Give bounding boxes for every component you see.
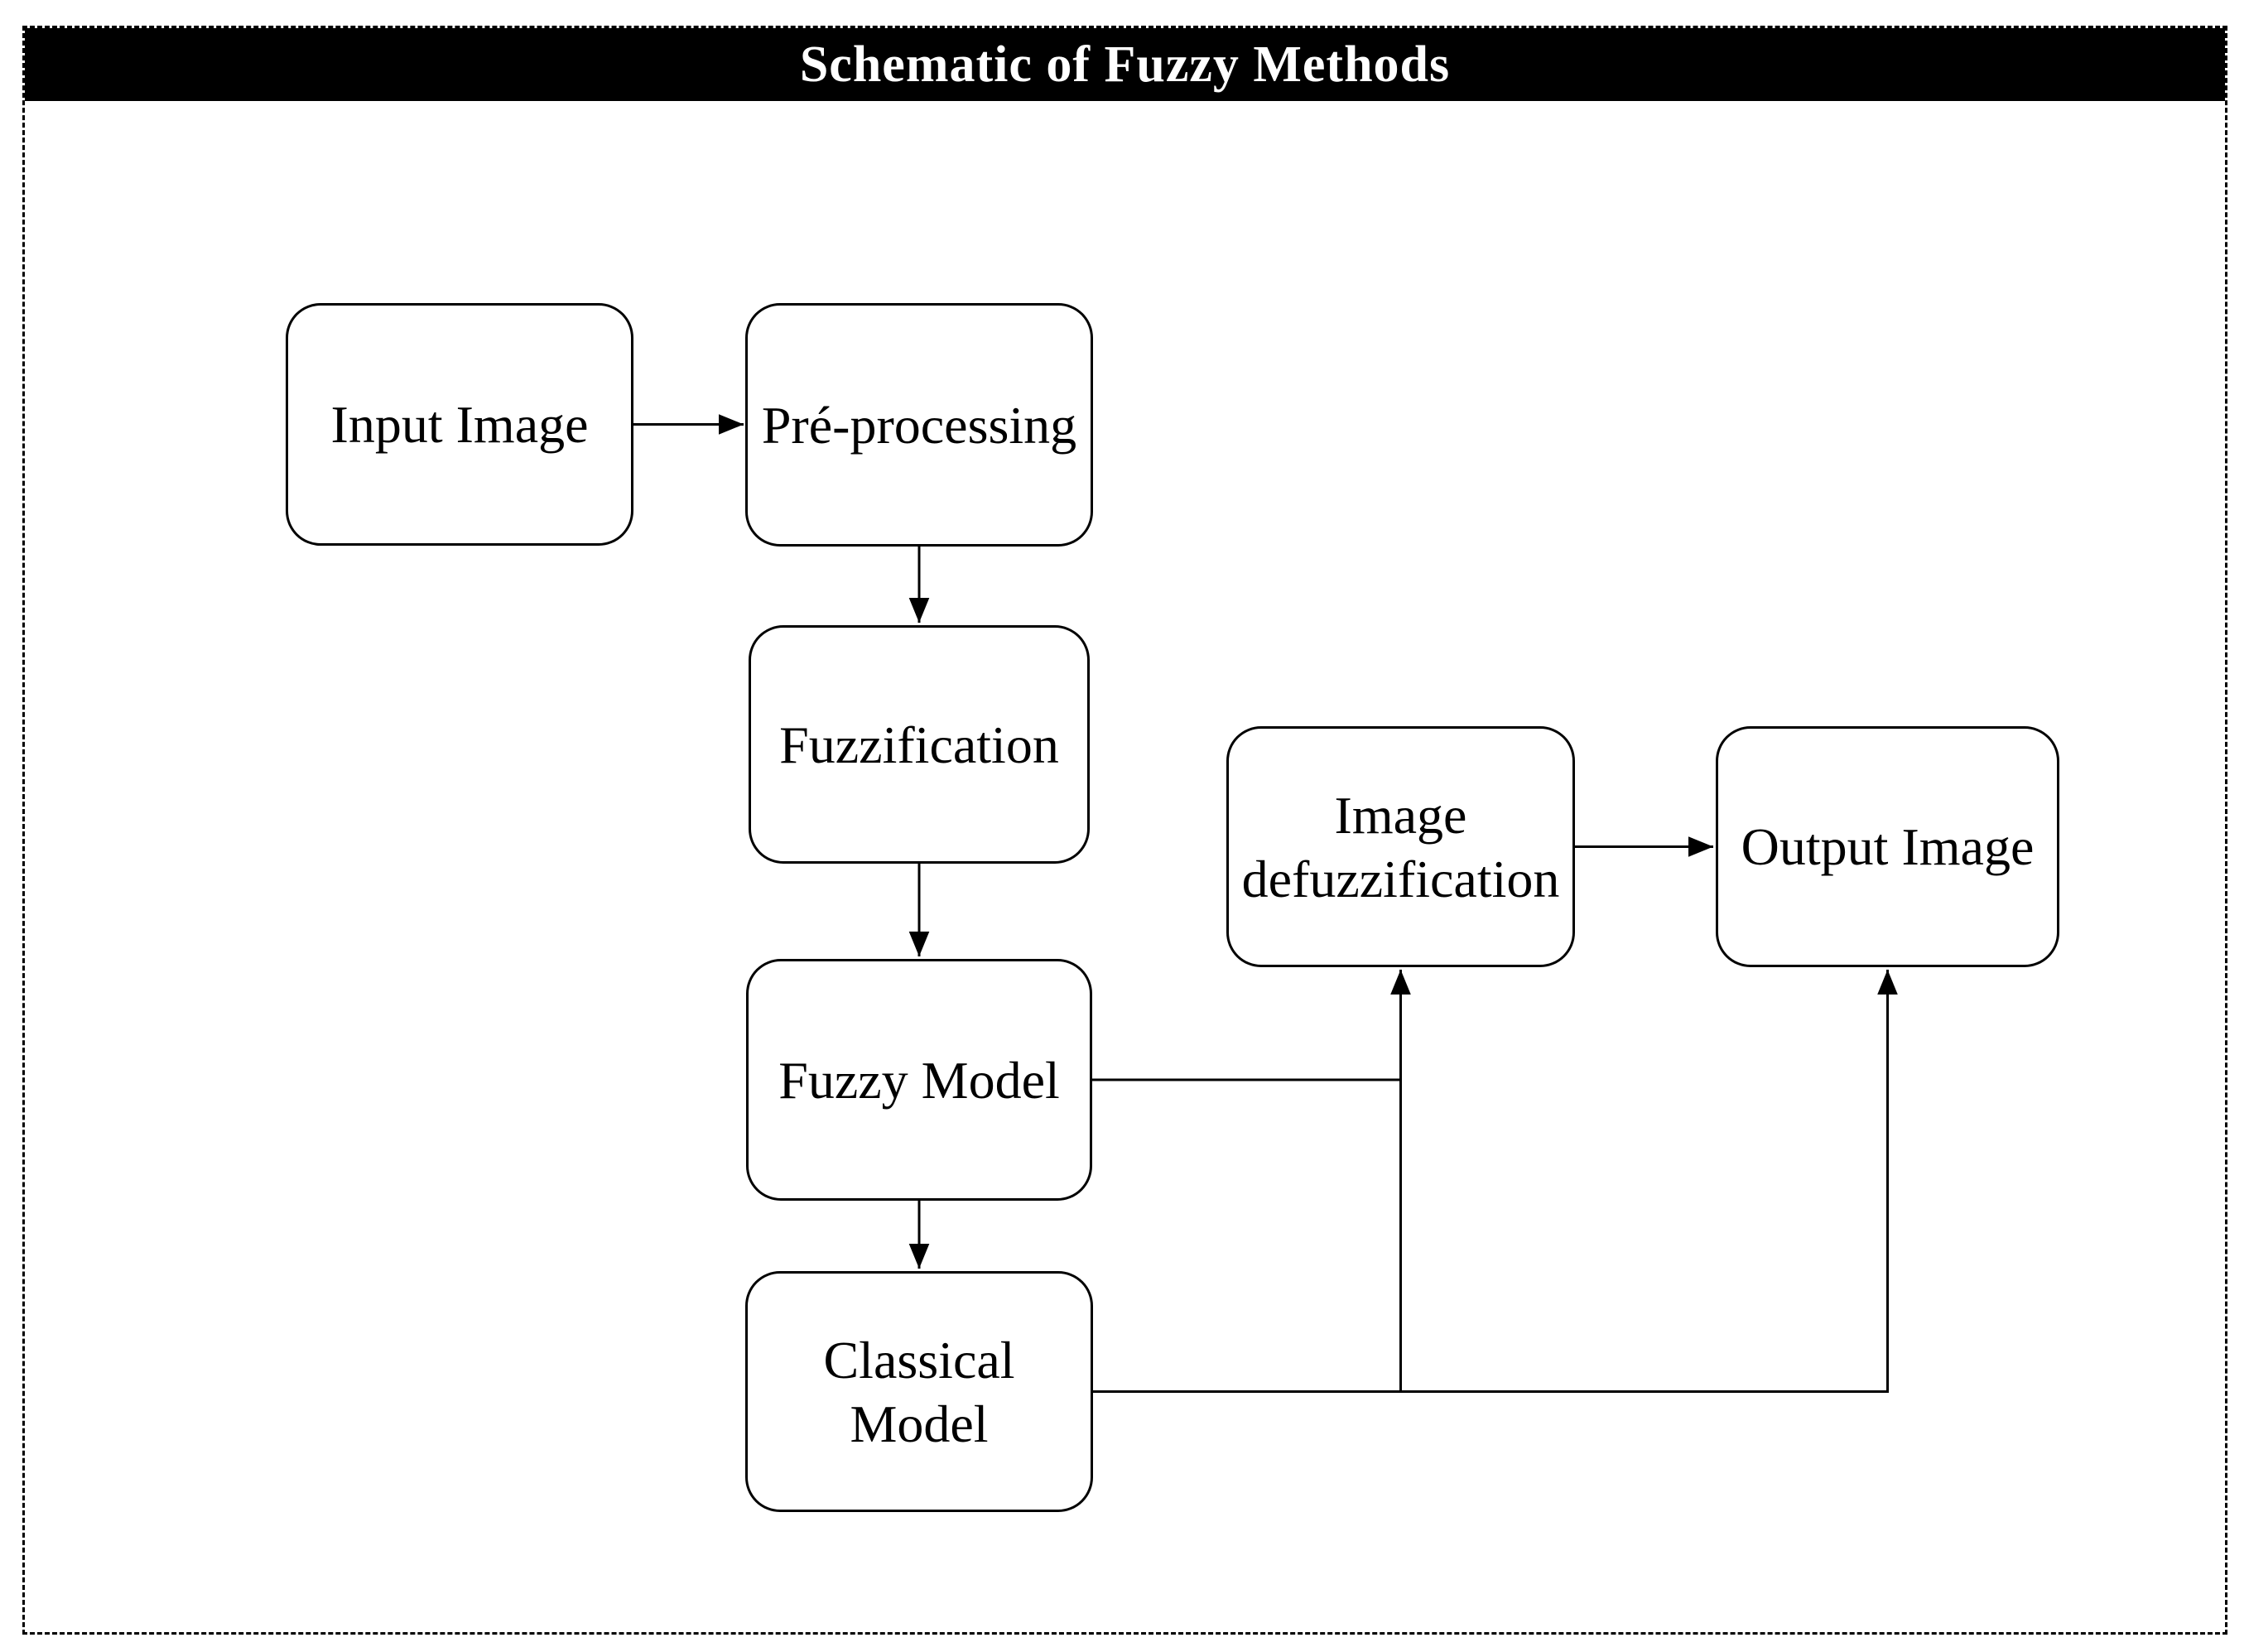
node-pre-processing: Pré-processing <box>745 303 1093 547</box>
node-label: Output Image <box>1741 817 2035 876</box>
node-label: Image <box>1334 785 1467 845</box>
node-label: Classical <box>823 1330 1015 1390</box>
node-fuzzification: Fuzzification <box>749 625 1090 864</box>
edge-classical-model-to-output-image <box>1093 970 1898 1393</box>
title-bar: Schematic of Fuzzy Methods <box>25 28 2225 101</box>
node-input-image: Input Image <box>286 303 633 546</box>
node-label: Input Image <box>330 395 589 454</box>
node-image-defuzzification: Image defuzzification <box>1226 726 1575 967</box>
node-fuzzy-model: Fuzzy Model <box>746 959 1092 1201</box>
diagram-frame: Schematic of Fuzzy Methods <box>22 26 2227 1635</box>
node-classical-model: Classical Model <box>745 1271 1093 1512</box>
node-label: defuzzification <box>1241 849 1560 908</box>
node-label: Pré-processing <box>761 395 1077 455</box>
node-label: Model <box>850 1394 989 1453</box>
node-label: Fuzzy Model <box>778 1050 1060 1110</box>
page-title: Schematic of Fuzzy Methods <box>799 36 1451 93</box>
node-label: Fuzzification <box>779 715 1059 774</box>
node-output-image: Output Image <box>1716 726 2059 967</box>
